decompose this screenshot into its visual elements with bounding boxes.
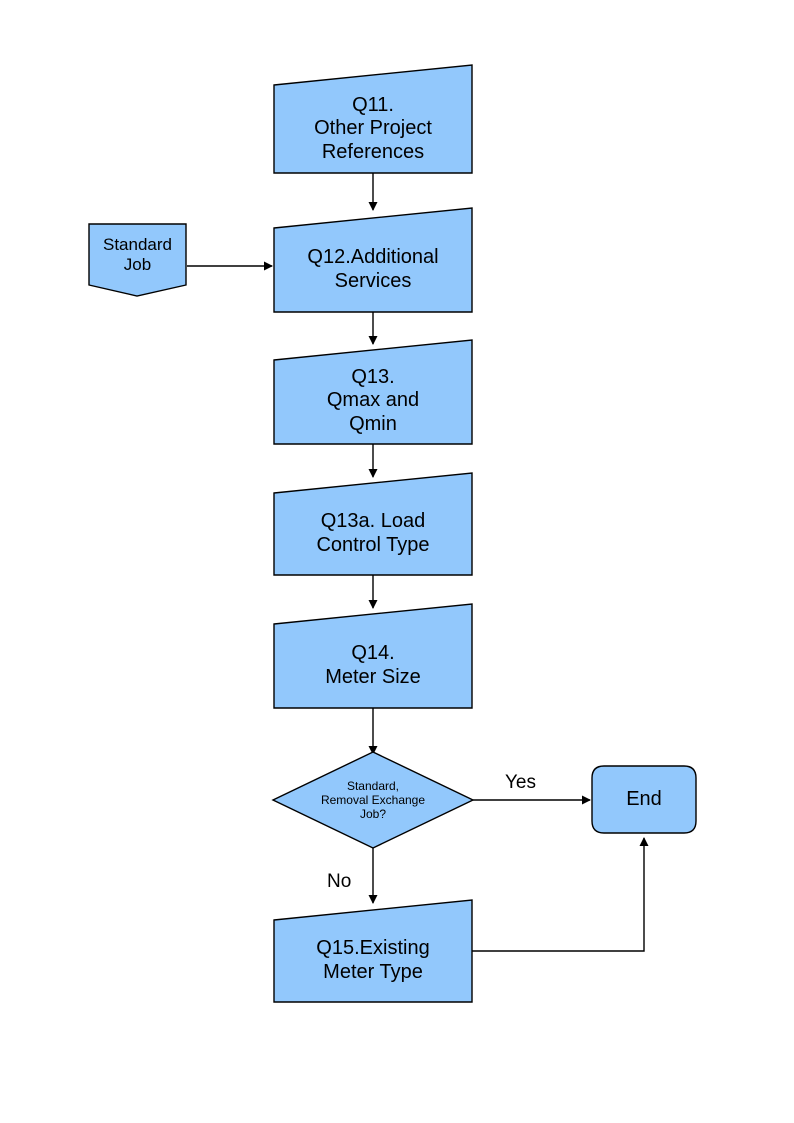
node-standard-job[interactable] <box>88 223 187 297</box>
node-decision[interactable] <box>271 751 475 849</box>
edge-label-yes: Yes <box>505 772 536 793</box>
edge-label-no: No <box>327 871 352 892</box>
node-q13[interactable] <box>273 339 473 445</box>
node-q15[interactable] <box>273 899 473 1003</box>
node-q14[interactable] <box>273 603 473 709</box>
node-q12[interactable] <box>273 207 473 313</box>
node-end[interactable] <box>591 765 697 834</box>
edge-q15-to-end <box>472 837 649 952</box>
edge-group <box>187 173 649 952</box>
node-q13a[interactable] <box>273 472 473 576</box>
node-q11[interactable] <box>273 64 473 174</box>
